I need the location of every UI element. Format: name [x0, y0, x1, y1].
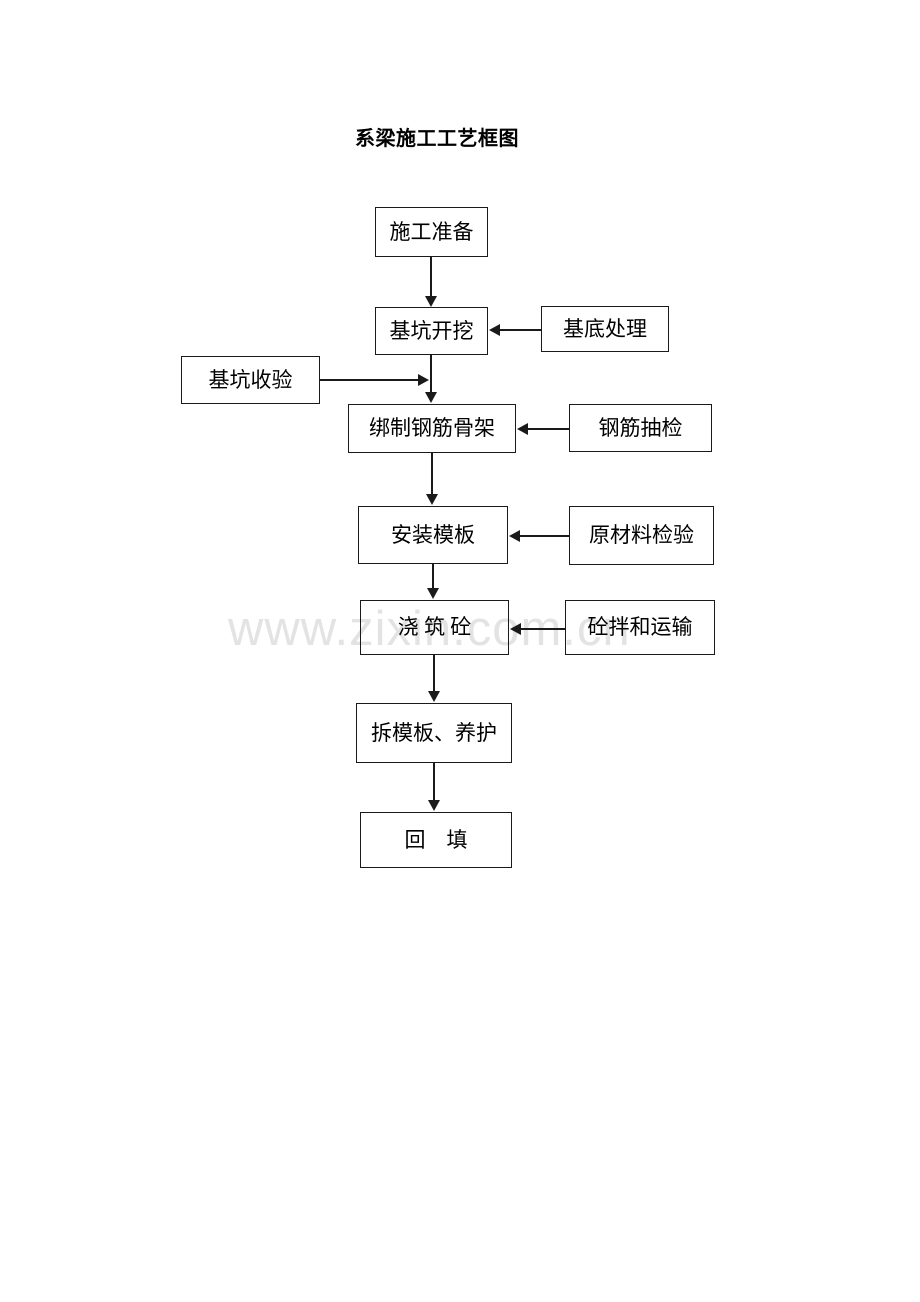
node-backfill-label: 回 填: [404, 827, 468, 852]
node-rebar-cage[interactable]: 绑制钢筋骨架: [348, 404, 516, 453]
node-backfill[interactable]: 回 填: [360, 812, 512, 868]
arrowhead-formwork-to-concrete: [427, 588, 439, 599]
node-formwork[interactable]: 安装模板: [358, 506, 508, 564]
page-title: 系梁施工工艺框图: [355, 128, 519, 150]
arrowhead-strip-cure-to-backfill: [428, 800, 440, 811]
connector-concrete-to-strip-cure: [433, 655, 435, 692]
connector-rebar-sampling-to-rebar-cage: [528, 428, 569, 430]
node-rebar-cage-label: 绑制钢筋骨架: [369, 416, 495, 440]
node-base-treatment-label: 基底处理: [563, 316, 647, 341]
arrowhead-base-treatment-to-excavate: [489, 324, 500, 336]
node-rebar-sampling[interactable]: 钢筋抽检: [569, 404, 712, 452]
node-concrete-mixing-label: 砼拌和运输: [587, 615, 693, 639]
arrowhead-prep-to-excavate: [425, 296, 437, 307]
node-pit-acceptance-label: 基坑收验: [208, 367, 293, 392]
arrowhead-rebar-cage-to-formwork: [426, 494, 438, 505]
connector-excavate-to-rebar-cage: [430, 355, 432, 393]
node-prep-label: 施工准备: [389, 219, 474, 244]
arrowhead-rebar-sampling-to-rebar-cage: [517, 423, 528, 435]
connector-pit-acceptance-to-main: [320, 379, 418, 381]
node-strip-cure[interactable]: 拆模板、养护: [356, 703, 512, 763]
node-rebar-sampling-label: 钢筋抽检: [598, 415, 683, 440]
node-concrete-mixing[interactable]: 砼拌和运输: [565, 600, 715, 655]
node-strip-cure-label: 拆模板、养护: [371, 720, 497, 745]
node-concrete[interactable]: 浇 筑 砼: [360, 600, 509, 655]
node-material-test[interactable]: 原材料检验: [569, 506, 714, 565]
node-material-test-label: 原材料检验: [589, 523, 694, 547]
connector-rebar-cage-to-formwork: [431, 453, 433, 495]
arrowhead-excavate-to-rebar-cage: [425, 392, 437, 403]
arrowhead-concrete-to-strip-cure: [428, 691, 440, 702]
node-pit-acceptance[interactable]: 基坑收验: [181, 356, 320, 404]
arrowhead-pit-acceptance-to-main: [418, 374, 429, 386]
node-concrete-label: 浇 筑 砼: [397, 615, 472, 639]
node-formwork-label: 安装模板: [391, 522, 475, 547]
node-base-treatment[interactable]: 基底处理: [541, 306, 669, 352]
arrowhead-material-test-to-formwork: [509, 530, 520, 542]
connector-base-treatment-to-excavate: [500, 329, 541, 331]
connector-concrete-mixing-to-concrete: [521, 628, 565, 630]
connector-strip-cure-to-backfill: [433, 763, 435, 801]
node-excavate[interactable]: 基坑开挖: [375, 307, 488, 355]
arrowhead-concrete-mixing-to-concrete: [510, 623, 521, 635]
node-prep[interactable]: 施工准备: [375, 207, 488, 257]
connector-prep-to-excavate: [430, 257, 432, 297]
connector-formwork-to-concrete: [432, 564, 434, 589]
connector-material-test-to-formwork: [520, 535, 569, 537]
node-excavate-label: 基坑开挖: [389, 318, 474, 343]
